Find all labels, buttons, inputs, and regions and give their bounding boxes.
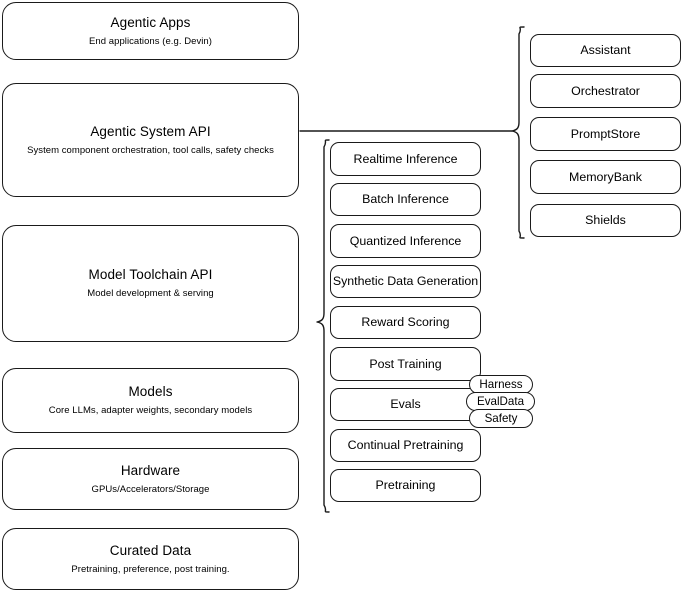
toolchain-brace [316,139,330,513]
chip-title: PromptStore [570,126,641,141]
toolchain-box-post-training[interactable]: Post Training [330,347,481,381]
chip-title: MemoryBank [569,169,642,184]
toolchain-box-reward-scoring[interactable]: Reward Scoring [330,306,481,339]
layer-box-agentic-apps[interactable]: Agentic Apps End applications (e.g. Devi… [2,2,299,60]
layer-box-agentic-system-api[interactable]: Agentic System API System component orch… [2,83,299,197]
chip-title: Orchestrator [571,83,640,98]
system-box-memorybank[interactable]: MemoryBank [530,160,681,194]
chip-title: Synthetic Data Generation [332,274,479,288]
pill-title: Harness [479,378,523,391]
chip-title: Evals [390,397,421,411]
chip-title: Reward Scoring [361,315,450,329]
layer-title: Agentic Apps [110,14,191,30]
layer-title: Models [128,384,173,399]
system-components-brace [511,26,525,239]
eval-tag-safety[interactable]: Safety [469,409,533,428]
chip-title: Continual Pretraining [347,438,464,452]
toolchain-box-synthetic-data-generation[interactable]: Synthetic Data Generation [330,265,481,298]
system-box-orchestrator[interactable]: Orchestrator [530,74,681,108]
system-box-assistant[interactable]: Assistant [530,34,681,67]
layer-box-model-toolchain-api[interactable]: Model Toolchain API Model development & … [2,225,299,342]
chip-title: Shields [585,213,626,227]
toolchain-box-realtime-inference[interactable]: Realtime Inference [330,142,481,176]
layer-title: Model Toolchain API [88,267,213,282]
layer-subtitle: Pretraining, preference, post training. [71,563,230,575]
layer-box-curated-data[interactable]: Curated Data Pretraining, preference, po… [2,528,299,590]
chip-title: Assistant [580,43,631,57]
layer-title: Agentic System API [90,123,211,139]
layer-title: Hardware [120,462,181,478]
toolchain-box-quantized-inference[interactable]: Quantized Inference [330,224,481,258]
chip-title: Post Training [369,356,442,371]
toolchain-box-evals[interactable]: Evals [330,388,481,421]
system-box-promptstore[interactable]: PromptStore [530,117,681,151]
layer-title: Curated Data [109,542,192,558]
toolchain-box-pretraining[interactable]: Pretraining [330,469,481,502]
system-box-shields[interactable]: Shields [530,204,681,237]
chip-title: Batch Inference [362,192,449,206]
layer-subtitle: Core LLMs, adapter weights, secondary mo… [48,405,253,416]
layer-subtitle: System component orchestration, tool cal… [27,144,274,156]
chip-title: Pretraining [375,478,436,492]
layer-subtitle: End applications (e.g. Devin) [89,35,212,47]
chip-title: Quantized Inference [349,233,462,248]
pill-title: EvalData [476,395,525,408]
toolchain-box-batch-inference[interactable]: Batch Inference [330,183,481,216]
toolchain-box-continual-pretraining[interactable]: Continual Pretraining [330,429,481,462]
layer-subtitle: Model development & serving [87,288,214,299]
layer-box-hardware[interactable]: Hardware GPUs/Accelerators/Storage [2,448,299,510]
pill-title: Safety [484,412,518,425]
chip-title: Realtime Inference [353,151,458,166]
layer-subtitle: GPUs/Accelerators/Storage [91,483,210,495]
layer-box-models[interactable]: Models Core LLMs, adapter weights, secon… [2,368,299,433]
